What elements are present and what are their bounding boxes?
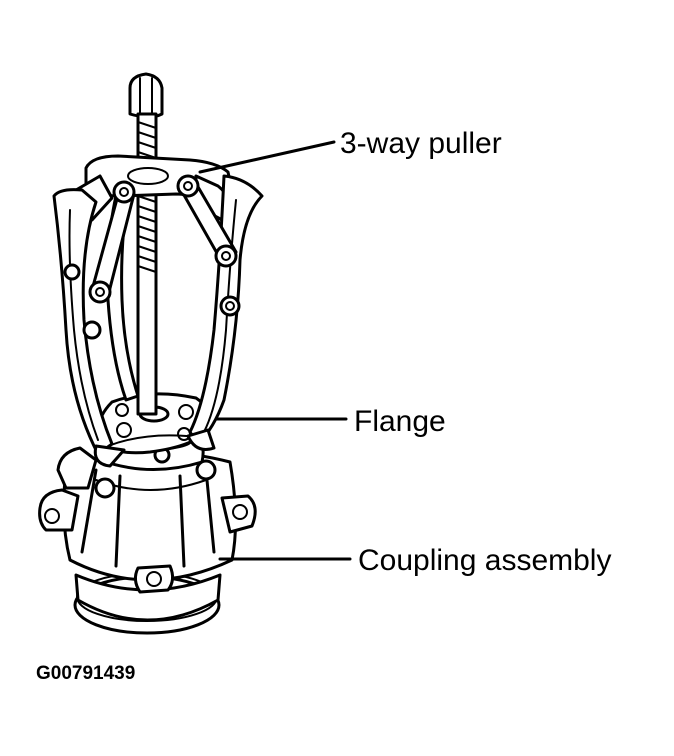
screw-threads <box>137 121 157 273</box>
flange-label: Flange <box>354 405 446 438</box>
callout-leaders <box>198 140 352 561</box>
coupling-label: Coupling assembly <box>358 544 611 577</box>
figure-id: G00791439 <box>36 663 135 684</box>
three-way-puller <box>52 72 264 468</box>
puller-leader-line <box>198 140 336 174</box>
coupling-assembly <box>38 423 257 635</box>
puller-label: 3-way puller <box>340 127 502 160</box>
